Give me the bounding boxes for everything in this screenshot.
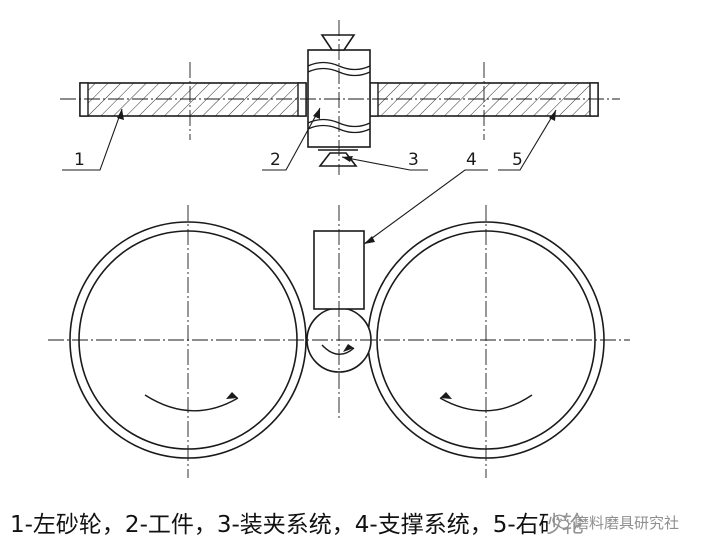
left-wheel-section [79,82,307,117]
legend-caption: 1-左砂轮，2-工件，3-装夹系统，4-支撑系统，5-右砂轮 [10,512,585,538]
centerless-grinding-diagram: 1 2 3 4 5 [48,20,630,478]
leader-lines [62,107,557,245]
callout-label-1: 1 [74,150,85,170]
rotation-arrows [144,344,533,412]
callout-label-3: 3 [408,150,419,170]
watermark-text: 磨料磨具研究社 [574,513,680,532]
watermark: 磨料磨具研究社 [548,509,684,535]
workpiece-rotation-arrow [321,344,355,355]
arrowheads [226,344,452,399]
right-rotation-arrow [439,394,533,412]
callout-label-5: 5 [512,150,523,170]
wechat-logo-icon [552,514,570,529]
callout-label-4: 4 [466,150,477,170]
top-centerlines [60,20,620,175]
leader-5 [498,109,557,171]
front-centerlines [48,205,630,478]
leader-2 [262,107,321,171]
leader-arrowheads [117,108,556,244]
callout-labels: 1 2 3 4 5 [74,150,523,170]
front-view [48,205,630,478]
leader-1 [62,108,123,171]
leader-4 [363,169,488,245]
left-rotation-arrow [144,394,239,412]
top-view [60,20,620,175]
leader-3 [341,156,428,171]
callout-label-2: 2 [270,150,281,170]
